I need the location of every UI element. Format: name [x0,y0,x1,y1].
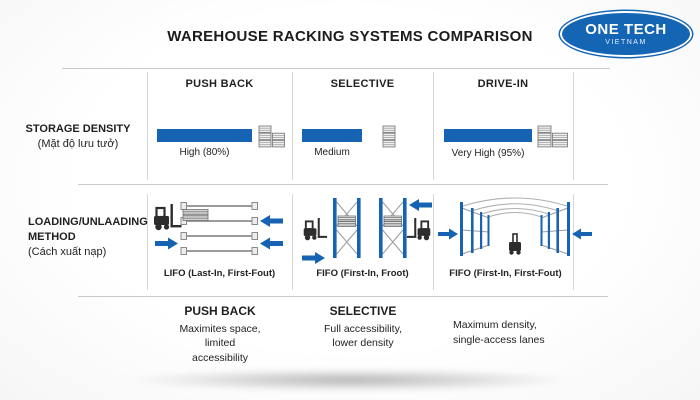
column-header-drive-in: DRIVE-IN [477,78,529,90]
summary-line: Maximum density, [453,319,537,331]
divider-v4-top [573,72,574,180]
pallet-stack-icon [382,125,396,148]
divider-v4-bottom [573,194,574,290]
divider-v1-bottom [147,194,148,290]
density-label-selective: Medium [314,147,350,158]
row-label-storage-density: STORAGE DENSITY (Mặt độ lưu tưở) [15,122,141,152]
loading-method-label-line1: LOADING/UNLAADING [28,216,148,228]
divider-v3-top [433,72,434,180]
summary-line: lower density [332,337,394,350]
arrow-left-icon [572,228,592,240]
pallet-stack-icon [258,125,285,148]
column-header-selective: SELECTIVE [330,78,395,90]
summary-line: limited [204,337,236,350]
loading-caption-selective: FIFO (First-In, Froot) [316,268,409,279]
arrow-right-icon [155,237,178,250]
arrow-left-icon [260,215,283,227]
summary-drive-in: Maximum density, single-access lanes [453,318,578,347]
logo-oval: ONE TECH VIETNAM [562,13,690,55]
loading-caption-drive-in: FIFO (First-In, First-Fout) [449,268,562,279]
push-back-rack-illustration [154,202,283,255]
storage-density-label: STORAGE DENSITY [25,123,131,135]
density-bar-push-back [157,129,252,142]
arrow-left-icon [260,237,283,250]
logo-subtitle: VIETNAM [605,39,647,46]
loading-method-label-line2: METHOD [28,230,76,243]
summary-line: single-access lanes [453,333,545,346]
divider-v2-top [292,72,293,180]
density-label-drive-in: Very High (95%) [451,148,525,159]
forklift-icon [303,218,328,241]
selective-rack-illustration [302,198,432,264]
onetech-logo: ONE TECH VIETNAM [558,9,694,59]
summary-line: Full accessibility, [324,322,402,335]
pallet-stack-icon [537,125,568,148]
summary-selective: SELECTIVE Full accessibility, lower dens… [292,303,434,351]
drive-in-rack-illustration [438,197,592,256]
arrow-right-icon [302,252,325,264]
page-title: WAREHOUSE RACKING SYSTEMS COMPARISON [167,28,533,45]
divider-v1-top [147,72,148,180]
row-label-loading-method: LOADING/UNLAADING METHOD (Cách xuất nạp) [28,215,148,260]
summary-line: accessibility [191,352,249,365]
loading-method-sublabel: (Cách xuất nạp) [28,245,107,258]
arrow-left-icon [409,199,432,211]
summary-title: SELECTIVE [329,304,397,318]
forklift-icon [406,218,431,241]
forklift-icon [509,233,521,255]
summary-push-back: PUSH BACK Maximites space, limited acces… [147,303,293,366]
density-label-push-back: High (80%) [179,147,230,158]
separator-row2 [78,296,608,297]
summary-title: PUSH BACK [184,304,256,318]
storage-density-sublabel: (Mặt độ lưu tưở) [37,137,119,150]
logo-text: ONE TECH [585,21,667,38]
forklift-icon [154,204,182,231]
separator-title [62,68,610,69]
divider-v2-bottom [292,194,293,290]
density-bar-selective [302,129,362,142]
density-bar-drive-in [444,129,532,142]
summary-line: Maximites space, [179,322,261,335]
separator-row1 [78,184,608,185]
pallet-load [182,209,209,221]
arrow-right-icon [438,228,458,240]
loading-caption-push-back: LIFO (Last-In, First-Fout) [163,268,276,279]
pallet-load [337,215,402,228]
divider-v3-bottom [433,194,434,290]
drop-shadow [120,368,580,392]
column-header-push-back: PUSH BACK [185,78,254,90]
